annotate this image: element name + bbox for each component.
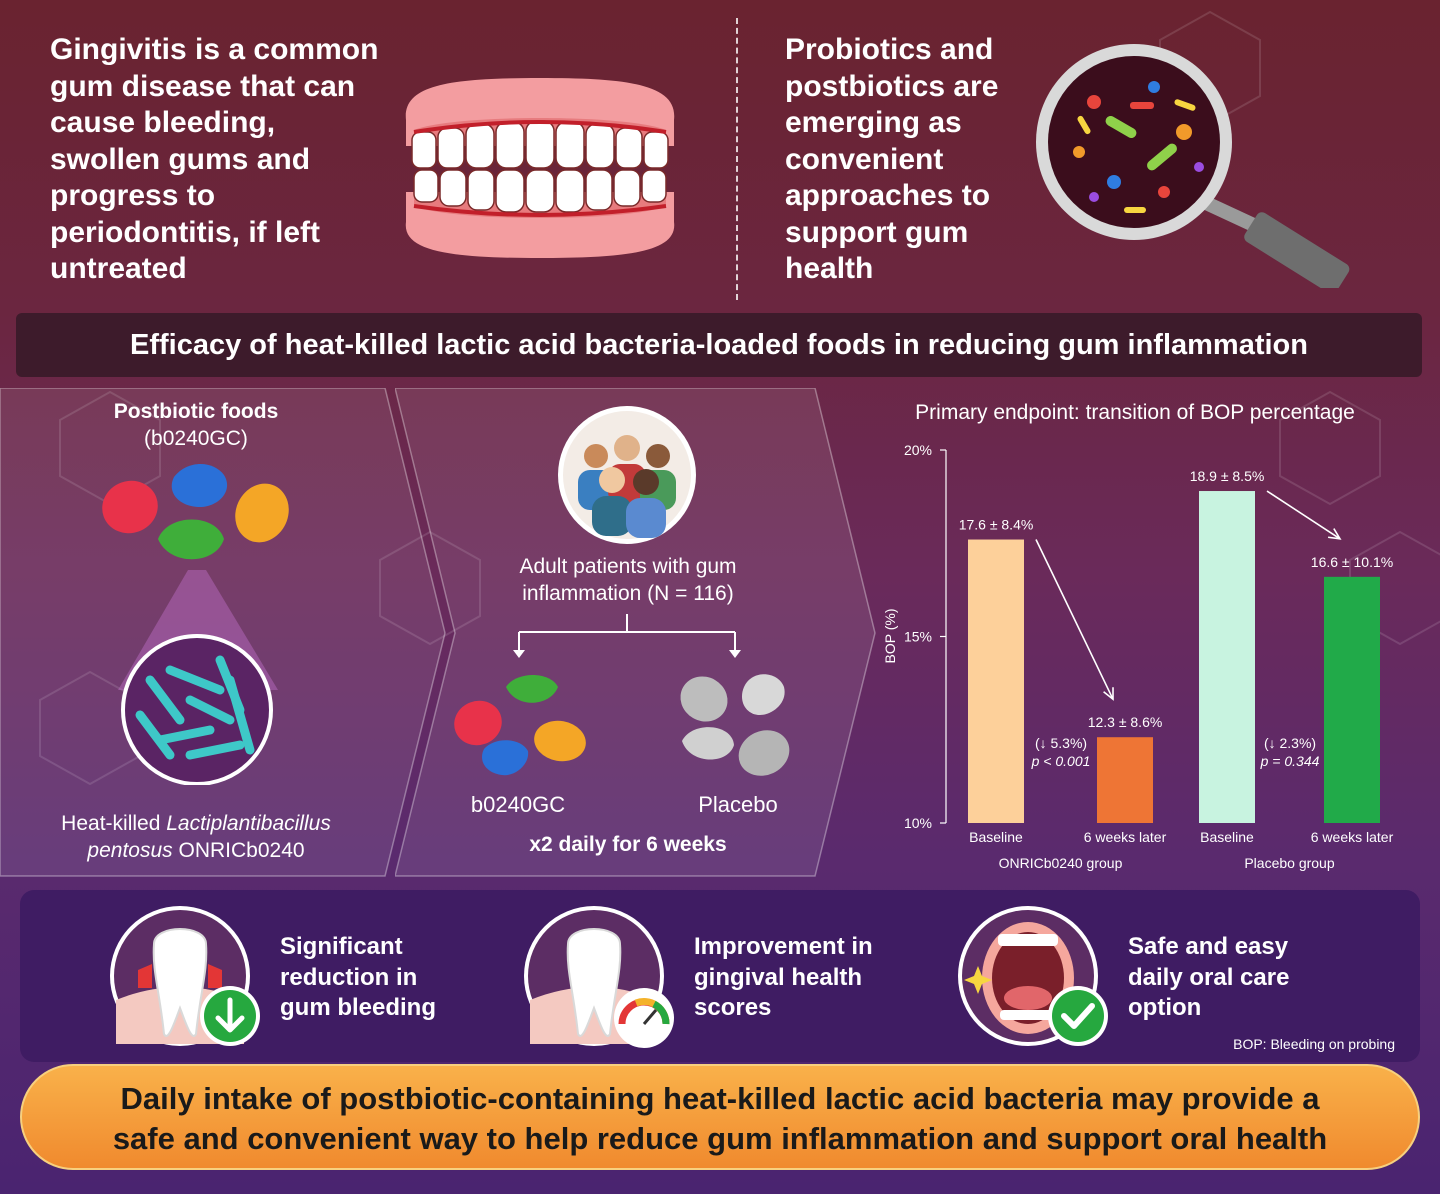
outcome-gingival-text: Improvement in gingival health scores — [694, 933, 873, 1021]
study-title-banner: Efficacy of heat-killed lactic acid bact… — [16, 313, 1422, 377]
bacteria-icon — [118, 570, 278, 785]
patients-label: Adult patients with gum inflammation (N … — [519, 555, 737, 605]
randomization-arrows — [513, 614, 741, 658]
y-axis-label: BOP (%) — [882, 609, 898, 664]
probiotics-text: Probiotics and postbiotics are emerging … — [785, 33, 999, 285]
placebo-arm-label: Placebo — [698, 792, 778, 817]
regimen-label: x2 daily for 6 weeks — [529, 833, 727, 856]
placebo-gummies-icon — [680, 674, 790, 776]
bop-bar-chart: Primary endpoint: transition of BOP perc… — [882, 401, 1394, 871]
bar — [1324, 576, 1380, 823]
active-gummies-icon — [454, 675, 586, 776]
bar — [1097, 737, 1153, 823]
y-tick-label: 20% — [904, 442, 932, 458]
bar-value-label: 12.3 ± 8.6% — [1088, 714, 1163, 730]
teeth-illustration — [405, 78, 675, 258]
y-tick-label: 10% — [904, 815, 932, 831]
bar — [968, 539, 1024, 823]
x-category-label: 6 weeks later — [1084, 829, 1167, 845]
p-value-annotation: p = 0.344 — [1260, 753, 1320, 769]
magnifier-bacteria-illustration — [1036, 44, 1350, 288]
patients-group-icon — [558, 406, 696, 544]
mouth-check-icon — [958, 906, 1108, 1046]
dashed-divider — [736, 18, 738, 300]
chart-title: Primary endpoint: transition of BOP perc… — [915, 401, 1355, 424]
gummies-icon — [102, 464, 289, 560]
change-annotation: (↓ 2.3%) — [1264, 735, 1316, 751]
p-value-annotation: p < 0.001 — [1031, 753, 1091, 769]
x-category-label: 6 weeks later — [1311, 829, 1394, 845]
footnote: BOP: Bleeding on probing — [1233, 1036, 1395, 1052]
x-category-label: Baseline — [1200, 829, 1254, 845]
change-arrow — [1266, 490, 1341, 540]
tooth-down-arrow-icon — [110, 906, 260, 1046]
change-arrow — [1035, 539, 1114, 700]
foods-title: Postbiotic foods — [113, 400, 279, 423]
gingivitis-text: Gingivitis is a common gum disease that … — [50, 33, 379, 285]
group-label: ONRICb0240 group — [999, 855, 1123, 871]
change-annotation: (↓ 5.3%) — [1035, 735, 1087, 751]
conclusion-banner: Daily intake of postbiotic-containing he… — [20, 1064, 1420, 1170]
change-arrowhead — [1103, 687, 1114, 701]
outcome-bleeding-text: Significant reduction in gum bleeding — [280, 933, 436, 1021]
group-label: Placebo group — [1244, 855, 1335, 871]
change-arrowhead — [1327, 528, 1342, 540]
bar-value-label: 17.6 ± 8.4% — [959, 517, 1034, 533]
foods-code: (b0240GC) — [144, 427, 248, 450]
bar-value-label: 18.9 ± 8.5% — [1190, 468, 1265, 484]
active-arm-label: b0240GC — [470, 792, 566, 817]
y-tick-label: 15% — [904, 629, 932, 645]
bar-value-label: 16.6 ± 10.1% — [1311, 554, 1393, 570]
bar — [1199, 491, 1255, 823]
strain-label: Heat-killed Lactiplantibacillus pentosus… — [61, 812, 331, 862]
x-category-label: Baseline — [969, 829, 1023, 845]
tooth-gauge-icon — [524, 906, 674, 1048]
outcome-safe-text: Safe and easy daily oral care option — [1128, 933, 1290, 1021]
